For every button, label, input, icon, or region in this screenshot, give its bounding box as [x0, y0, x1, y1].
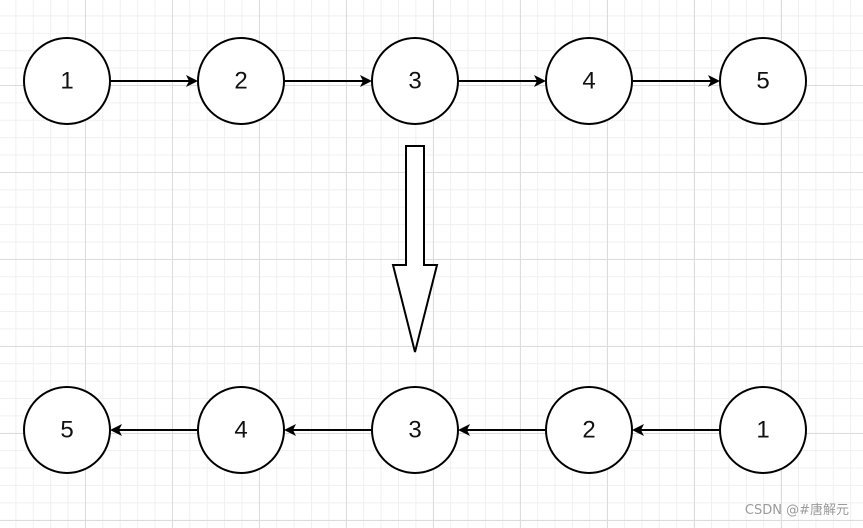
bottom-node-4: 2	[545, 386, 633, 474]
watermark: CSDN @#唐解元	[744, 503, 849, 518]
top-node-4: 4	[545, 37, 633, 125]
top-node-3-label: 3	[408, 67, 421, 94]
top-node-2-label: 2	[234, 67, 247, 94]
top-node-5-label: 5	[756, 67, 769, 94]
bottom-node-4-label: 2	[582, 416, 595, 443]
top-node-5: 5	[719, 37, 807, 125]
bottom-node-2: 4	[197, 386, 285, 474]
bottom-node-1: 5	[23, 386, 111, 474]
bottom-node-3: 3	[371, 386, 459, 474]
bottom-node-3-label: 3	[408, 416, 421, 443]
bottom-node-5-label: 1	[756, 416, 769, 443]
bottom-node-5: 1	[719, 386, 807, 474]
top-node-2: 2	[197, 37, 285, 125]
bottom-node-1-label: 5	[60, 416, 73, 443]
transform-down-arrow	[391, 145, 439, 353]
top-node-1: 1	[23, 37, 111, 125]
top-node-1-label: 1	[60, 67, 73, 94]
top-node-4-label: 4	[582, 67, 595, 94]
bottom-node-2-label: 4	[234, 416, 247, 443]
top-node-3: 3	[371, 37, 459, 125]
